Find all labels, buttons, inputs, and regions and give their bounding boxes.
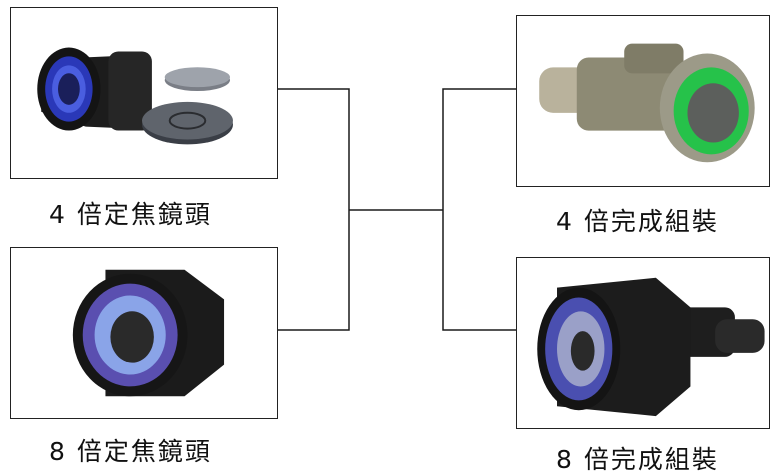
lens-8x-image (72, 269, 225, 397)
panel-4x-assembled (516, 15, 770, 187)
connector-4x-lens (277, 88, 350, 210)
lens-4x-image (37, 47, 233, 145)
panel-8x-assembled (516, 257, 770, 429)
connector-8x-assembled (442, 210, 517, 331)
goggle-4x-image (539, 43, 755, 163)
connector-4x-assembled (442, 88, 517, 210)
label-4x-assembled: 4 倍完成組裝 (556, 207, 719, 236)
panel-4x-lens (10, 7, 278, 179)
label-8x-lens: 8 倍定焦鏡頭 (49, 437, 212, 466)
label-8x-assembled: 8 倍完成組裝 (556, 445, 719, 474)
panel-8x-lens (10, 247, 278, 419)
label-4x-lens: 4 倍定焦鏡頭 (49, 200, 212, 229)
connector-8x-lens (277, 210, 350, 331)
goggle-8x-image (537, 277, 765, 417)
